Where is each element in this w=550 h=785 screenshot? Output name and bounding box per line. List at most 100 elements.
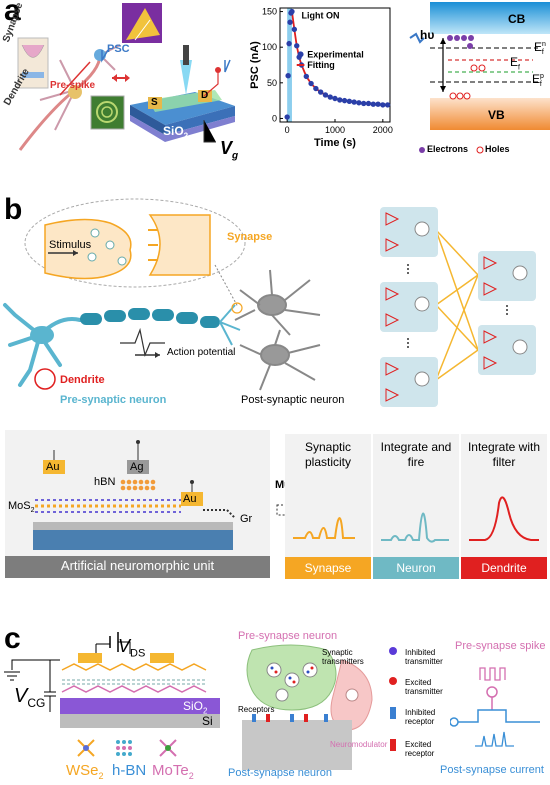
hole-legend-icon: [476, 146, 484, 154]
experimental-point: [384, 102, 391, 108]
dendrite-label-b: Dendrite: [60, 374, 105, 386]
mode-title: Synaptic plasticity: [304, 440, 352, 469]
light-on-band: [287, 8, 292, 122]
pre-spike-train: [479, 667, 506, 681]
mode-waveform: [469, 496, 539, 541]
hv-label: hυ: [420, 28, 435, 42]
electron-markers: [447, 35, 474, 49]
post-neuron-label-c: Post-synapse neuron: [228, 767, 332, 779]
axon: [80, 308, 220, 328]
si-label: Si: [202, 714, 213, 728]
artificial-unit-diagram: [5, 430, 270, 578]
neuron-diagram: [3, 198, 321, 391]
stimulus-label: Stimulus: [49, 239, 92, 251]
vesicles: [266, 662, 359, 702]
pre-spike-label: Pre-spike: [50, 80, 96, 91]
bio-synapse-diagram: [242, 644, 373, 770]
inhibited-transmitter-icon: [389, 647, 397, 655]
synaptic-tx-label: Synaptic transmitters: [322, 648, 364, 666]
wse2-label: WSe2: [66, 762, 104, 781]
vcg-label: VCG: [14, 685, 46, 710]
x-tick-label: 2000: [373, 125, 393, 135]
experimental-point: [294, 43, 300, 49]
post-neuron-label: Post-synaptic neuron: [241, 394, 345, 406]
legend-inhibited-transmitter: Inhibited transmitter: [405, 648, 443, 666]
efn-label: Enf: [534, 40, 546, 57]
experimental-point: [375, 101, 381, 107]
sio2-layer: [60, 698, 220, 714]
valence-band: [430, 98, 550, 130]
excited-transmitter-icon: [389, 677, 397, 685]
micrograph-image: [90, 95, 125, 130]
wse2-molecule-icon: [77, 739, 95, 757]
experimental-point: [291, 26, 298, 33]
source-label: S: [151, 97, 158, 108]
mode-footer: Neuron: [373, 557, 459, 579]
hole-markers: [449, 64, 486, 100]
neuron-sketch: [18, 44, 121, 151]
mote2-molecule-icon: [159, 739, 177, 757]
panel-c-letter: c: [4, 622, 21, 655]
input-node-1: [380, 207, 438, 257]
neuromodulator-label: Neuromodulator: [330, 740, 388, 749]
synapse-label-b: Synapse: [227, 231, 273, 243]
mode-footer: Synapse: [285, 557, 371, 579]
x-tick-label: 1000: [325, 125, 345, 135]
experimental-point: [285, 72, 291, 79]
experimental-point: [308, 80, 314, 87]
legend-excited-transmitter: Excited transmitter: [405, 678, 443, 696]
mote2-layer: [61, 685, 207, 693]
drain-label: D: [201, 90, 209, 101]
y-tick-label: 50: [267, 78, 277, 88]
experimental-point: [289, 8, 295, 15]
legend-inhibited-receptor: Inhibited receptor: [405, 708, 436, 726]
experimental-point: [380, 102, 386, 108]
fet-device: [130, 45, 235, 142]
mote2-label: MoTe2: [152, 762, 194, 781]
output-node-1: [478, 251, 536, 301]
pre-neuron-label: Pre-synaptic neuron: [60, 394, 167, 406]
input-node-3: [380, 357, 438, 407]
experimental-point: [303, 73, 310, 80]
pre-neuron-label-c: Pre-synapse neuron: [238, 630, 338, 642]
experimental-point: [332, 95, 338, 102]
experimental-point: [346, 98, 353, 105]
efp-label: Epf: [532, 72, 544, 89]
unit-caption: Artificial neuromorphic unit: [60, 558, 215, 573]
experimental-point: [351, 99, 357, 105]
vds-label: VDS: [118, 636, 146, 660]
conduction-band: [430, 2, 550, 34]
output-node-2: [478, 325, 536, 375]
experimental-point: [327, 94, 333, 100]
y-tick-label: 150: [262, 7, 277, 17]
ag-label: Ag: [130, 461, 144, 473]
legend-fitting: Fitting: [307, 60, 335, 70]
action-potential-label: Action potential: [167, 347, 236, 358]
ef-label: Ef: [510, 55, 520, 72]
hbn-dots: [120, 479, 156, 491]
wse2-layer: [61, 663, 207, 671]
light-on-annotation: Light ON: [302, 11, 340, 21]
mode-waveform: [381, 512, 449, 543]
sio2-label-a: SiO2: [163, 124, 189, 141]
receptors: [252, 714, 328, 722]
pre-spike-label-c: Pre-synapse spike: [455, 640, 546, 652]
au-label-1: Au: [46, 461, 60, 473]
electron-legend-icon: [419, 147, 425, 153]
experimental-point: [356, 100, 362, 106]
si-layer: [60, 714, 220, 728]
vb-label: VB: [488, 108, 505, 122]
experimental-point: [360, 100, 367, 107]
cb-label: CB: [508, 12, 526, 26]
mode-title: Integrate with filter: [467, 440, 541, 469]
mos2-label: MoS2: [8, 500, 35, 515]
y-tick-label: 0: [272, 113, 277, 123]
mode-footer: Dendrite: [461, 557, 547, 579]
receptors-label: Receptors: [238, 705, 275, 714]
experimental-point: [337, 97, 343, 103]
x-tick-label: 0: [285, 125, 290, 135]
